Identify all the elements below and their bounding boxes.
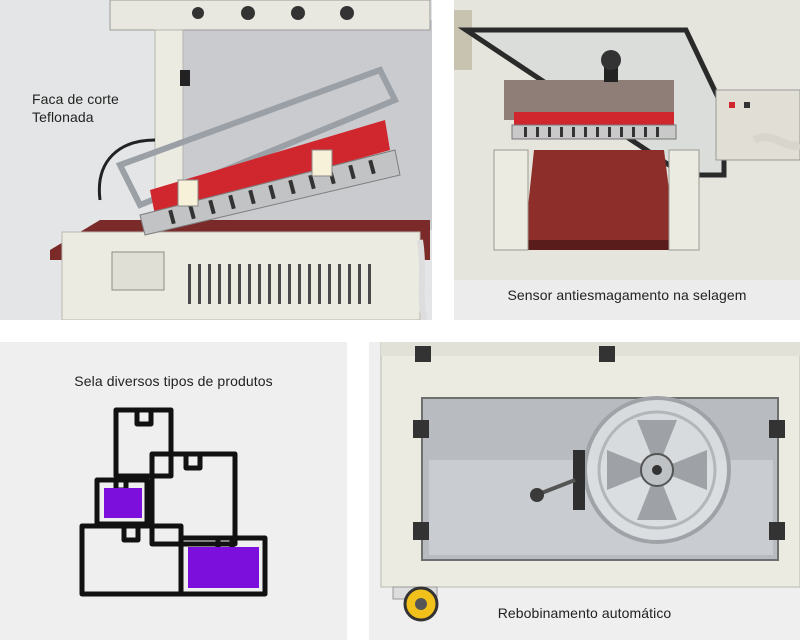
panel-auto-rewind: Rebobinamento automático — [369, 342, 800, 640]
panel-seals-products: Sela diversos tipos de produtos — [0, 342, 347, 640]
caption-cutting-blade: Faca de corte Teflonada — [32, 91, 119, 125]
caption-anti-crush-sensor: Sensor antiesmagamento na selagem — [507, 287, 747, 303]
machine-blade-illustration — [50, 0, 432, 320]
boxes-icon — [79, 407, 268, 597]
panel-cutting-blade: Faca de corte Teflonada — [0, 0, 432, 320]
caption-seals-products: Sela diversos tipos de produtos — [74, 373, 273, 389]
machine-sensor-illustration — [454, 0, 800, 280]
panel-anti-crush-sensor: Sensor antiesmagamento na selagem — [454, 0, 800, 320]
machine-rewind-illustration — [380, 342, 800, 622]
caption-auto-rewind: Rebobinamento automático — [497, 605, 672, 621]
